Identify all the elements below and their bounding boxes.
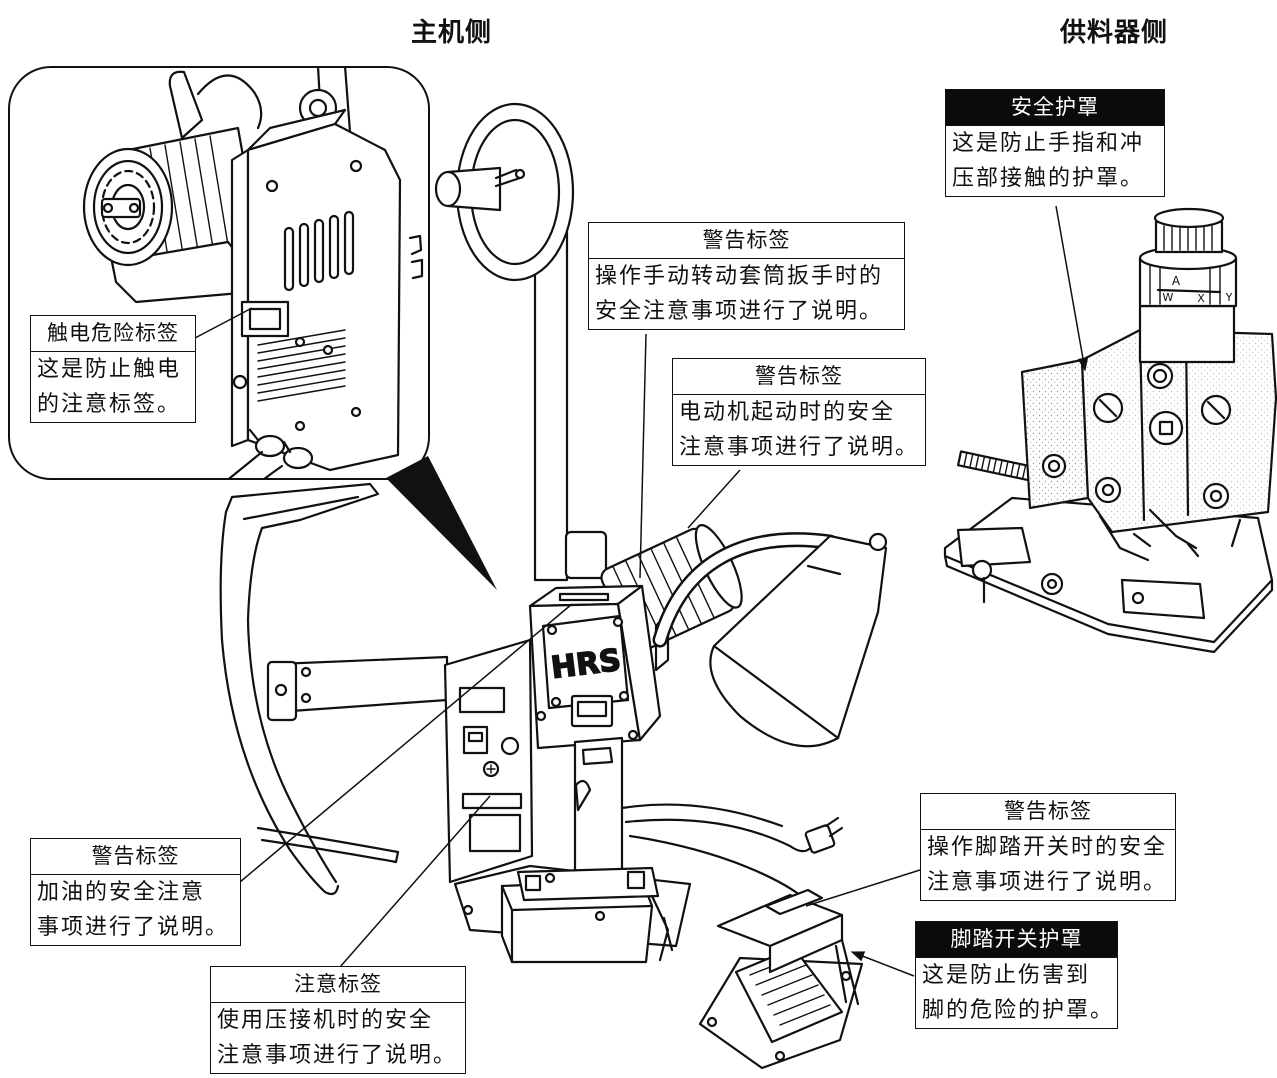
- callout-text: 操作手动转动套筒扳手时的: [595, 264, 884, 289]
- base-and-applicator: [453, 864, 692, 964]
- feeder-side-heading: 供料器侧: [1060, 18, 1169, 48]
- callout-text: 使用压接机时的安全: [217, 1008, 434, 1033]
- callout-text: 注意事项进行了说明。: [217, 1043, 458, 1068]
- hrs-logo: HRS: [549, 643, 623, 686]
- dial-letter-w: W: [1163, 291, 1174, 304]
- callout-title: 警告标签: [673, 359, 925, 395]
- callout-text: 电动机起动时的安全: [679, 400, 896, 425]
- callout-text: 加油的安全注意: [37, 880, 206, 905]
- inset-motor-panel-drawing: [82, 67, 424, 479]
- power-cord: [620, 803, 844, 914]
- main-side-heading: 主机侧: [411, 18, 493, 48]
- leader-warn-motor: [687, 469, 741, 529]
- lamp: [652, 532, 888, 748]
- wire-reel: [434, 102, 608, 582]
- callout-text: 这是防止触电: [37, 357, 182, 382]
- callout-title: 注意标签: [211, 967, 465, 1003]
- foot-switch-warning-sticker: [764, 888, 824, 916]
- callout-title: 触电危险标签: [31, 316, 195, 352]
- dial-letter-x: X: [1197, 292, 1205, 305]
- callout-footswitch-guard: 脚踏开关护罩 这是防止伤害到 脚的危险的护罩。: [915, 921, 1118, 1029]
- foot-switch: [698, 888, 864, 1070]
- wire-guard-frame: [219, 482, 449, 896]
- oil-warning-sticker: [461, 792, 523, 810]
- leader-shock: [194, 307, 253, 339]
- callout-warning-motor: 警告标签 电动机起动时的安全 注意事项进行了说明。: [672, 358, 926, 466]
- inset-control-box: [230, 108, 424, 472]
- leader-caution-press: [339, 795, 491, 968]
- callout-warning-wrench: 警告标签 操作手动转动套筒扳手时的 安全注意事项进行了说明。: [588, 222, 905, 330]
- leader-warn-wrench: [639, 333, 647, 579]
- leader-lines: [194, 205, 1089, 977]
- leader-guard: [1055, 205, 1089, 372]
- feeder-drawing: A W X Y: [943, 207, 1277, 654]
- callout-title: 警告标签: [31, 839, 240, 875]
- callout-caution-press: 注意标签 使用压接机时的安全 注意事项进行了说明。: [210, 966, 466, 1074]
- callout-text: 操作脚踏开关时的安全: [927, 835, 1168, 860]
- dial-letter-y: Y: [1225, 291, 1233, 304]
- callout-text: 压部接触的护罩。: [952, 166, 1145, 191]
- inset-connectors: [218, 428, 314, 479]
- callout-title: 安全护罩: [946, 90, 1164, 126]
- callout-text: 的注意标签。: [37, 392, 182, 417]
- logo-plate: [541, 614, 630, 710]
- dial-letter-a: A: [1172, 274, 1181, 288]
- callout-safety-guard: 安全护罩 这是防止手指和冲 压部接触的护罩。: [945, 89, 1165, 197]
- leader-warn-oil: [239, 603, 573, 883]
- callout-text: 这是防止手指和冲: [952, 131, 1145, 156]
- callout-warning-footswitch: 警告标签 操作脚踏开关时的安全 注意事项进行了说明。: [920, 793, 1176, 901]
- callout-title: 警告标签: [589, 223, 904, 259]
- callout-title: 警告标签: [921, 794, 1175, 830]
- inset-pointer-wedge: [386, 456, 497, 590]
- callout-shock-label: 触电危险标签 这是防止触电 的注意标签。: [30, 315, 196, 423]
- callout-text: 注意事项进行了说明。: [679, 435, 920, 460]
- callout-title: 脚踏开关护罩: [916, 922, 1117, 958]
- callout-warning-oil: 警告标签 加油的安全注意 事项进行了说明。: [30, 838, 241, 946]
- callout-text: 事项进行了说明。: [37, 915, 230, 940]
- callout-text: 安全注意事项进行了说明。: [595, 299, 884, 324]
- callout-text: 注意事项进行了说明。: [927, 870, 1168, 895]
- callout-text: 这是防止伤害到: [922, 963, 1091, 988]
- callout-text: 脚的危险的护罩。: [922, 998, 1115, 1023]
- leader-warn-footswitch: [805, 869, 921, 907]
- leader-footswitch-guard: [850, 951, 915, 977]
- inset-motor: [82, 126, 260, 304]
